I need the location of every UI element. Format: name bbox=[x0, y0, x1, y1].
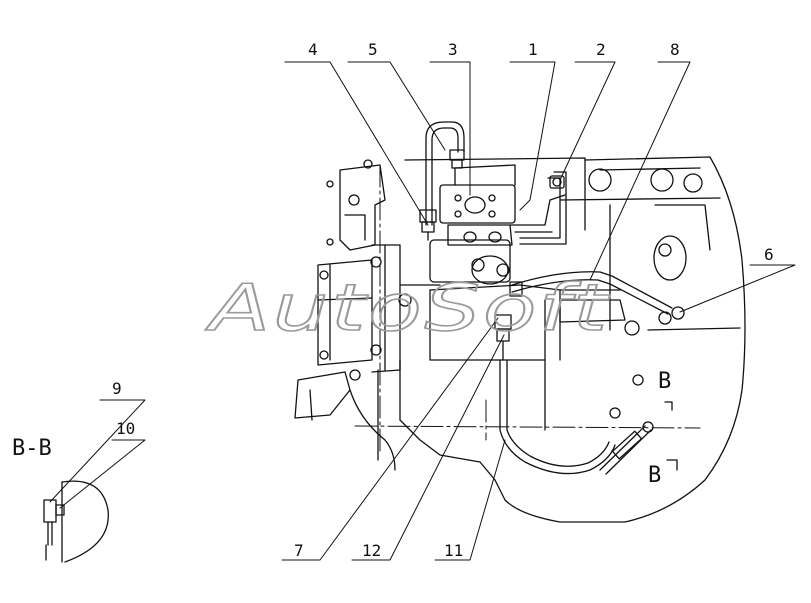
watermark-text: AutoSoft bbox=[205, 272, 612, 346]
section-marks bbox=[664, 401, 678, 471]
section-mark-upper: B bbox=[658, 369, 671, 394]
callout-4: 4 bbox=[308, 40, 318, 59]
section-detail-bb bbox=[43, 480, 109, 563]
section-mark-lower: B bbox=[648, 463, 661, 488]
center-lines bbox=[354, 164, 701, 456]
fuel-pipe-loop bbox=[425, 121, 465, 226]
callout-3: 3 bbox=[448, 40, 458, 59]
callout-2: 2 bbox=[596, 40, 606, 59]
callout-12: 12 bbox=[362, 541, 381, 560]
pipe-connector bbox=[519, 171, 567, 245]
pump-housing bbox=[399, 157, 626, 431]
engine-block-outline bbox=[494, 156, 746, 523]
callout-11: 11 bbox=[444, 541, 463, 560]
fitting-assembly bbox=[419, 209, 437, 241]
callout-5: 5 bbox=[368, 40, 378, 59]
callout-10: 10 bbox=[116, 419, 135, 438]
section-title: B-B bbox=[12, 436, 52, 461]
lower-housing bbox=[294, 369, 496, 481]
hose-assembly bbox=[494, 314, 654, 475]
return-pipe bbox=[509, 271, 685, 320]
callout-7: 7 bbox=[294, 541, 304, 560]
callout-1: 1 bbox=[528, 40, 538, 59]
callout-8: 8 bbox=[670, 40, 680, 59]
callout-6: 6 bbox=[764, 245, 774, 264]
actuator-assembly bbox=[439, 164, 566, 246]
mounting-bracket bbox=[317, 159, 441, 381]
leader-lines bbox=[49, 61, 796, 561]
callout-labels: 4 5 3 1 2 8 6 7 12 11 9 10 bbox=[112, 40, 774, 560]
callout-9: 9 bbox=[112, 379, 122, 398]
